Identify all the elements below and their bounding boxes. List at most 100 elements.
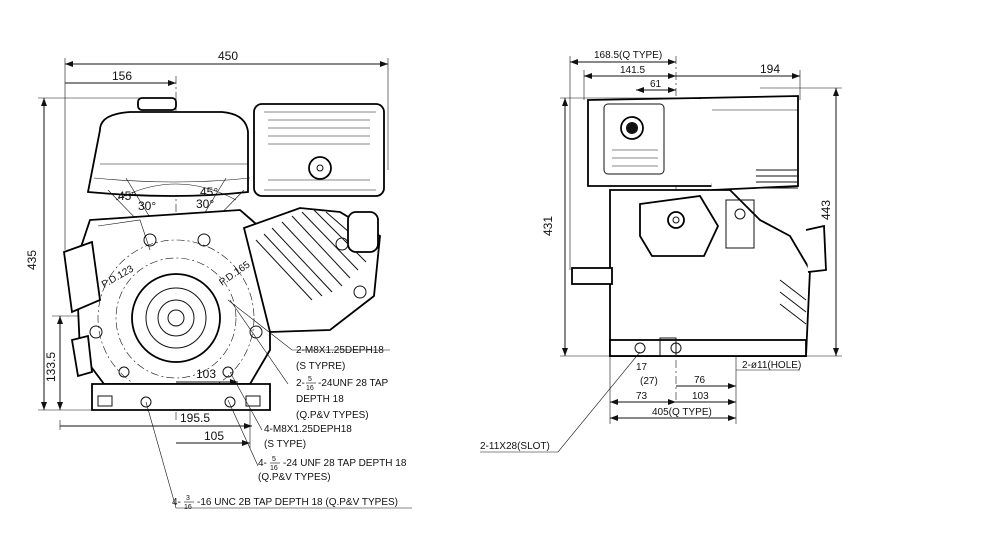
arrow: [584, 73, 592, 79]
dim-105: 105: [204, 429, 224, 443]
oil-cap: [667, 211, 685, 229]
dim-141-5: 141.5: [620, 65, 645, 76]
dim-103-right: 103: [692, 391, 709, 402]
arrow: [41, 402, 47, 410]
front-view: 450 156 435 133.5: [25, 49, 412, 511]
muffler-fins: [779, 279, 807, 325]
note-m8-b-sub: (S TYPE): [264, 439, 306, 450]
cooling-fins: [756, 169, 798, 189]
arrow: [668, 73, 676, 79]
note-unc-den: 16: [184, 504, 192, 511]
wing-nut-center: [316, 164, 324, 172]
drain-plug: [659, 337, 677, 357]
foot-slot: [97, 395, 113, 407]
leader: [227, 299, 390, 351]
leader: [480, 351, 641, 453]
arrow: [636, 87, 644, 93]
carburetor: [725, 199, 755, 249]
arrow: [230, 379, 238, 385]
recoil-vents: [612, 149, 658, 167]
flywheel-cover: [131, 273, 221, 363]
note-unf-b-den: 16: [270, 465, 278, 472]
angle-45-left: 45°: [118, 189, 136, 203]
recoil-housing: [63, 240, 101, 314]
shaft-key: [167, 309, 185, 327]
dim-17: 17: [636, 362, 648, 373]
dim-195-5: 195.5: [180, 411, 210, 425]
arrow: [562, 348, 568, 356]
arrow: [57, 316, 63, 324]
pcd-circle-123: [115, 257, 237, 379]
note-unf-b-sub: (Q.P&V TYPES): [258, 472, 331, 483]
foot-hole: [224, 396, 236, 408]
arrow: [728, 399, 736, 405]
dim-443: 443: [819, 200, 833, 220]
leader: [229, 371, 263, 431]
fuel-cap: [137, 97, 177, 111]
note-unf-a-num: 5: [308, 376, 312, 383]
dim-168-5: 168.5(Q TYPE): [594, 50, 662, 61]
arrow: [244, 423, 252, 429]
dim-405: 405(Q TYPE): [652, 407, 712, 418]
dim-27: (27): [640, 376, 658, 387]
angle-30-left: 30°: [138, 199, 156, 213]
bolt: [335, 237, 349, 251]
oil-cap-housing: [639, 195, 720, 257]
arrow: [610, 399, 618, 405]
dim-435: 435: [25, 250, 39, 270]
dim-133-5: 133.5: [44, 352, 58, 382]
dim-73: 73: [636, 391, 648, 402]
angle-arc: [115, 183, 237, 201]
bolt: [353, 285, 367, 299]
dim-76: 76: [694, 375, 706, 386]
recoil-grille-center: [626, 122, 638, 134]
dim-103-left: 103: [196, 367, 216, 381]
carb-screw: [734, 208, 746, 220]
dim-450: 450: [218, 49, 238, 63]
note-unf-a-den: 16: [306, 385, 314, 392]
fuel-tank: [86, 111, 249, 197]
note-unf-a: -24UNF 28 TAP: [318, 378, 389, 389]
note-unf-b: -24 UNF 28 TAP DEPTH 18: [283, 458, 407, 469]
note-m8-a: 2-M8X1.25DEPH18: [296, 345, 384, 356]
arrow: [728, 415, 736, 421]
muffler-tab: [805, 224, 827, 273]
arrow: [668, 87, 676, 93]
crankshaft: [157, 299, 195, 337]
note-unf-b-num: 5: [272, 456, 276, 463]
flywheel-ring: [145, 287, 207, 349]
wing-nut: [308, 156, 332, 180]
dim-194: 194: [760, 62, 780, 76]
dim-156: 156: [112, 69, 132, 83]
air-cleaner: [253, 103, 385, 197]
arrow: [833, 88, 839, 96]
vent-grille: [268, 119, 370, 181]
note-unf-b-prefix: 4-: [258, 458, 267, 469]
arrow: [242, 440, 250, 446]
side-view: 168.5(Q TYPE) 141.5 194 61 431 443: [480, 50, 842, 453]
note-slot: 2-11X28(SLOT): [480, 441, 550, 452]
leader: [229, 299, 289, 385]
fuel-tank-side: [587, 97, 713, 187]
dim-61: 61: [650, 79, 662, 90]
arrow: [668, 59, 676, 65]
pcd-circle-165: [97, 239, 255, 397]
recoil-cover: [603, 103, 665, 175]
slot: [634, 342, 646, 354]
pto-shaft: [571, 267, 613, 285]
arrow: [570, 59, 578, 65]
note-unc-prefix: 4-: [172, 497, 181, 508]
base-side: [609, 339, 807, 357]
base-plate: [91, 383, 271, 411]
oil-cap-center: [672, 216, 680, 224]
arrow: [610, 415, 618, 421]
air-cleaner-side: [699, 95, 799, 191]
side-bracket: [70, 334, 93, 378]
angle-30-right: 30°: [196, 197, 214, 211]
note-unc: -16 UNC 2B TAP DEPTH 18 (Q.P&V TYPES): [197, 497, 398, 508]
note-unf-a-line2: DEPTH 18: [296, 394, 344, 405]
note-unc-num: 3: [186, 495, 190, 502]
angle-45-right: 45°: [200, 185, 218, 199]
